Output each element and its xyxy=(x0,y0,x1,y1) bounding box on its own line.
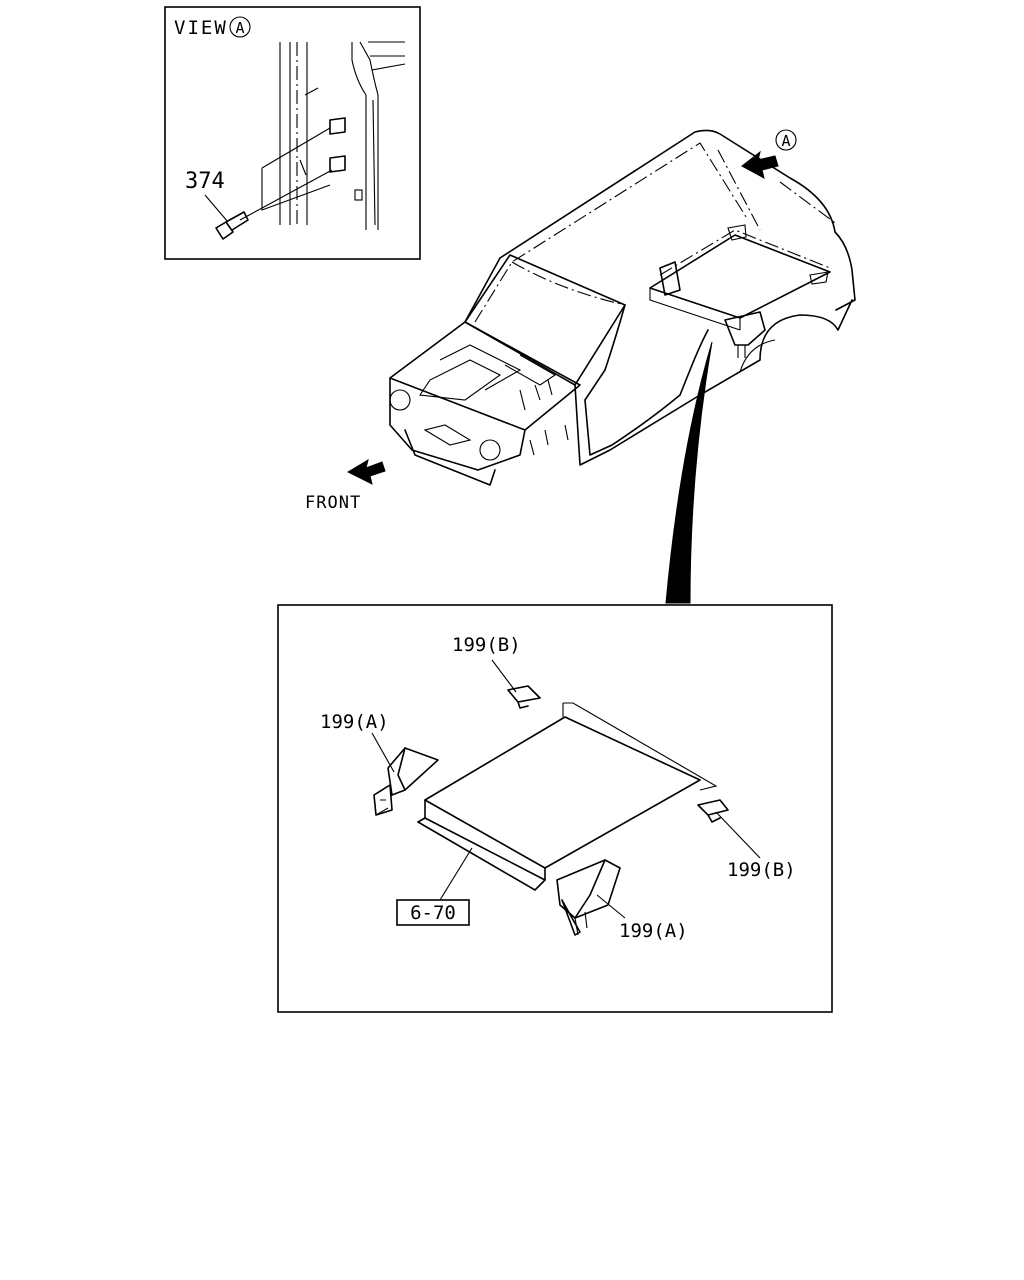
vehicle-body: A FRONT xyxy=(305,129,856,604)
bracket-199a-bottom xyxy=(556,859,621,936)
label-199a-left: 199(A) xyxy=(320,711,389,733)
detail-box: 199(B) 199(A) 199(B) 199(A) 6-70 xyxy=(277,604,833,1013)
front-label: FRONT xyxy=(305,493,361,513)
bolt-374-shape xyxy=(215,211,249,240)
label-6-70: 6-70 xyxy=(410,902,456,924)
view-a-arrow: A xyxy=(741,129,797,179)
floor-panel-small xyxy=(649,224,831,358)
bracket-199b-top xyxy=(507,685,541,709)
label-374: 374 xyxy=(185,169,225,194)
front-arrow: FRONT xyxy=(305,458,386,513)
view-a-inset: VIEW A 374 xyxy=(164,6,421,260)
view-marker-circle xyxy=(229,16,251,38)
label-199a-bottom: 199(A) xyxy=(619,920,688,942)
car-marker-letter: A xyxy=(781,132,790,150)
bracket-199a-left xyxy=(373,747,439,816)
callout-pointer xyxy=(665,341,713,604)
bracket-199b-right xyxy=(697,799,729,823)
floor-panel xyxy=(417,702,718,891)
view-label: VIEW xyxy=(174,17,228,39)
detail-frame xyxy=(277,604,833,1013)
label-199b-right: 199(B) xyxy=(727,859,796,881)
view-a-frame xyxy=(164,6,421,260)
view-marker-letter: A xyxy=(235,19,244,37)
label-199b-top: 199(B) xyxy=(452,634,521,656)
ref-box-6-70 xyxy=(396,899,470,926)
